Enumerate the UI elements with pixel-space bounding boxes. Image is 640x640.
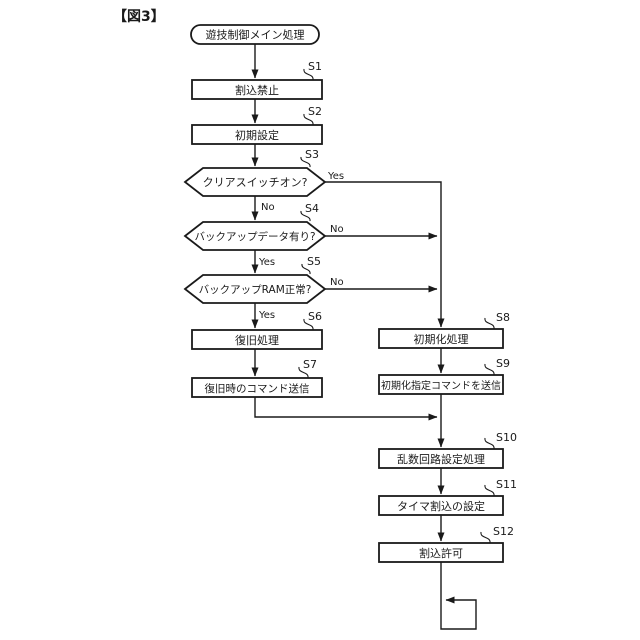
connector-s3-yes-s8 — [325, 181, 445, 328]
process-box — [378, 448, 504, 469]
figure-caption: 【図3】 — [113, 9, 165, 25]
step-id: S3 — [305, 148, 319, 161]
node-s5: バックアップRAM正常? S5 — [183, 255, 327, 304]
node-s7: 復旧時のコマンド送信 S7 — [191, 358, 323, 398]
branch-label-s5-yes: Yes — [258, 310, 275, 321]
node-label: 復旧処理 — [235, 334, 279, 347]
branch-label-s4-yes: Yes — [258, 257, 275, 268]
process-box — [191, 124, 323, 145]
node-label: 割込許可 — [419, 546, 463, 560]
step-leader — [300, 156, 311, 168]
step-leader — [484, 317, 495, 330]
node-label: バックアップRAM正常? — [199, 283, 312, 296]
node-s10: 乱数回路設定処理 S10 — [378, 431, 517, 469]
step-id: S7 — [303, 358, 317, 371]
node-label: 割込禁止 — [235, 83, 279, 97]
node-label: 初期化指定コマンドを送信 — [381, 379, 501, 392]
step-leader — [484, 437, 495, 450]
terminal-shape — [190, 24, 320, 45]
decision-hexagon — [183, 274, 327, 304]
node-s11: タイマ割込の設定 S11 — [378, 478, 517, 516]
node-label: バックアップデータ有り? — [194, 230, 315, 243]
step-id: S4 — [305, 202, 319, 215]
branch-label-s3-no: No — [261, 202, 275, 213]
process-box — [191, 329, 323, 350]
process-box — [378, 542, 504, 563]
node-s1: 割込禁止 S1 — [191, 60, 323, 100]
node-label: 遊技制御メイン処理 — [206, 28, 305, 42]
process-box — [191, 377, 323, 398]
step-leader — [303, 68, 314, 81]
branch-label-s5-no: No — [330, 277, 344, 288]
step-leader — [300, 210, 311, 222]
step-id: S11 — [496, 478, 517, 491]
step-leader — [480, 531, 491, 544]
node-s3: クリアスイッチオン? S3 — [183, 148, 327, 197]
step-id: S12 — [493, 525, 514, 538]
step-leader — [303, 113, 314, 126]
node-s12: 割込許可 S12 — [378, 525, 514, 563]
node-label: タイマ割込の設定 — [397, 499, 485, 513]
step-leader — [298, 366, 309, 379]
step-id: S6 — [308, 310, 322, 323]
node-label: クリアスイッチオン? — [203, 176, 308, 189]
node-label: 復旧時のコマンド送信 — [205, 382, 310, 395]
node-label: 初期化処理 — [414, 332, 469, 346]
node-label: 初期設定 — [235, 128, 279, 142]
process-box — [378, 495, 504, 516]
node-s2: 初期設定 S2 — [191, 105, 323, 145]
step-id: S2 — [308, 105, 322, 118]
node-s6: 復旧処理 S6 — [191, 310, 323, 350]
step-leader — [484, 484, 495, 497]
branch-label-s4-no: No — [330, 224, 344, 235]
node-start: 遊技制御メイン処理 — [190, 24, 320, 45]
branch-label-s3-yes: Yes — [327, 171, 344, 182]
node-s8: 初期化処理 S8 — [378, 311, 510, 349]
connector-loop-back — [440, 562, 477, 630]
process-box — [378, 328, 504, 349]
connector-s7-join — [254, 397, 438, 421]
node-s9: 初期化指定コマンドを送信 S9 — [378, 357, 510, 395]
decision-hexagon — [183, 167, 327, 197]
step-leader — [484, 363, 495, 376]
node-label: 乱数回路設定処理 — [397, 452, 485, 466]
step-id: S10 — [496, 431, 517, 444]
step-leader — [303, 318, 314, 331]
step-id: S8 — [496, 311, 510, 324]
process-box — [191, 79, 323, 100]
node-s4: バックアップデータ有り? S4 — [183, 202, 327, 251]
decision-hexagon — [183, 221, 327, 251]
step-id: S1 — [308, 60, 322, 73]
step-leader — [301, 263, 311, 275]
step-id: S9 — [496, 357, 510, 370]
step-id: S5 — [307, 255, 321, 268]
process-box — [378, 374, 504, 395]
